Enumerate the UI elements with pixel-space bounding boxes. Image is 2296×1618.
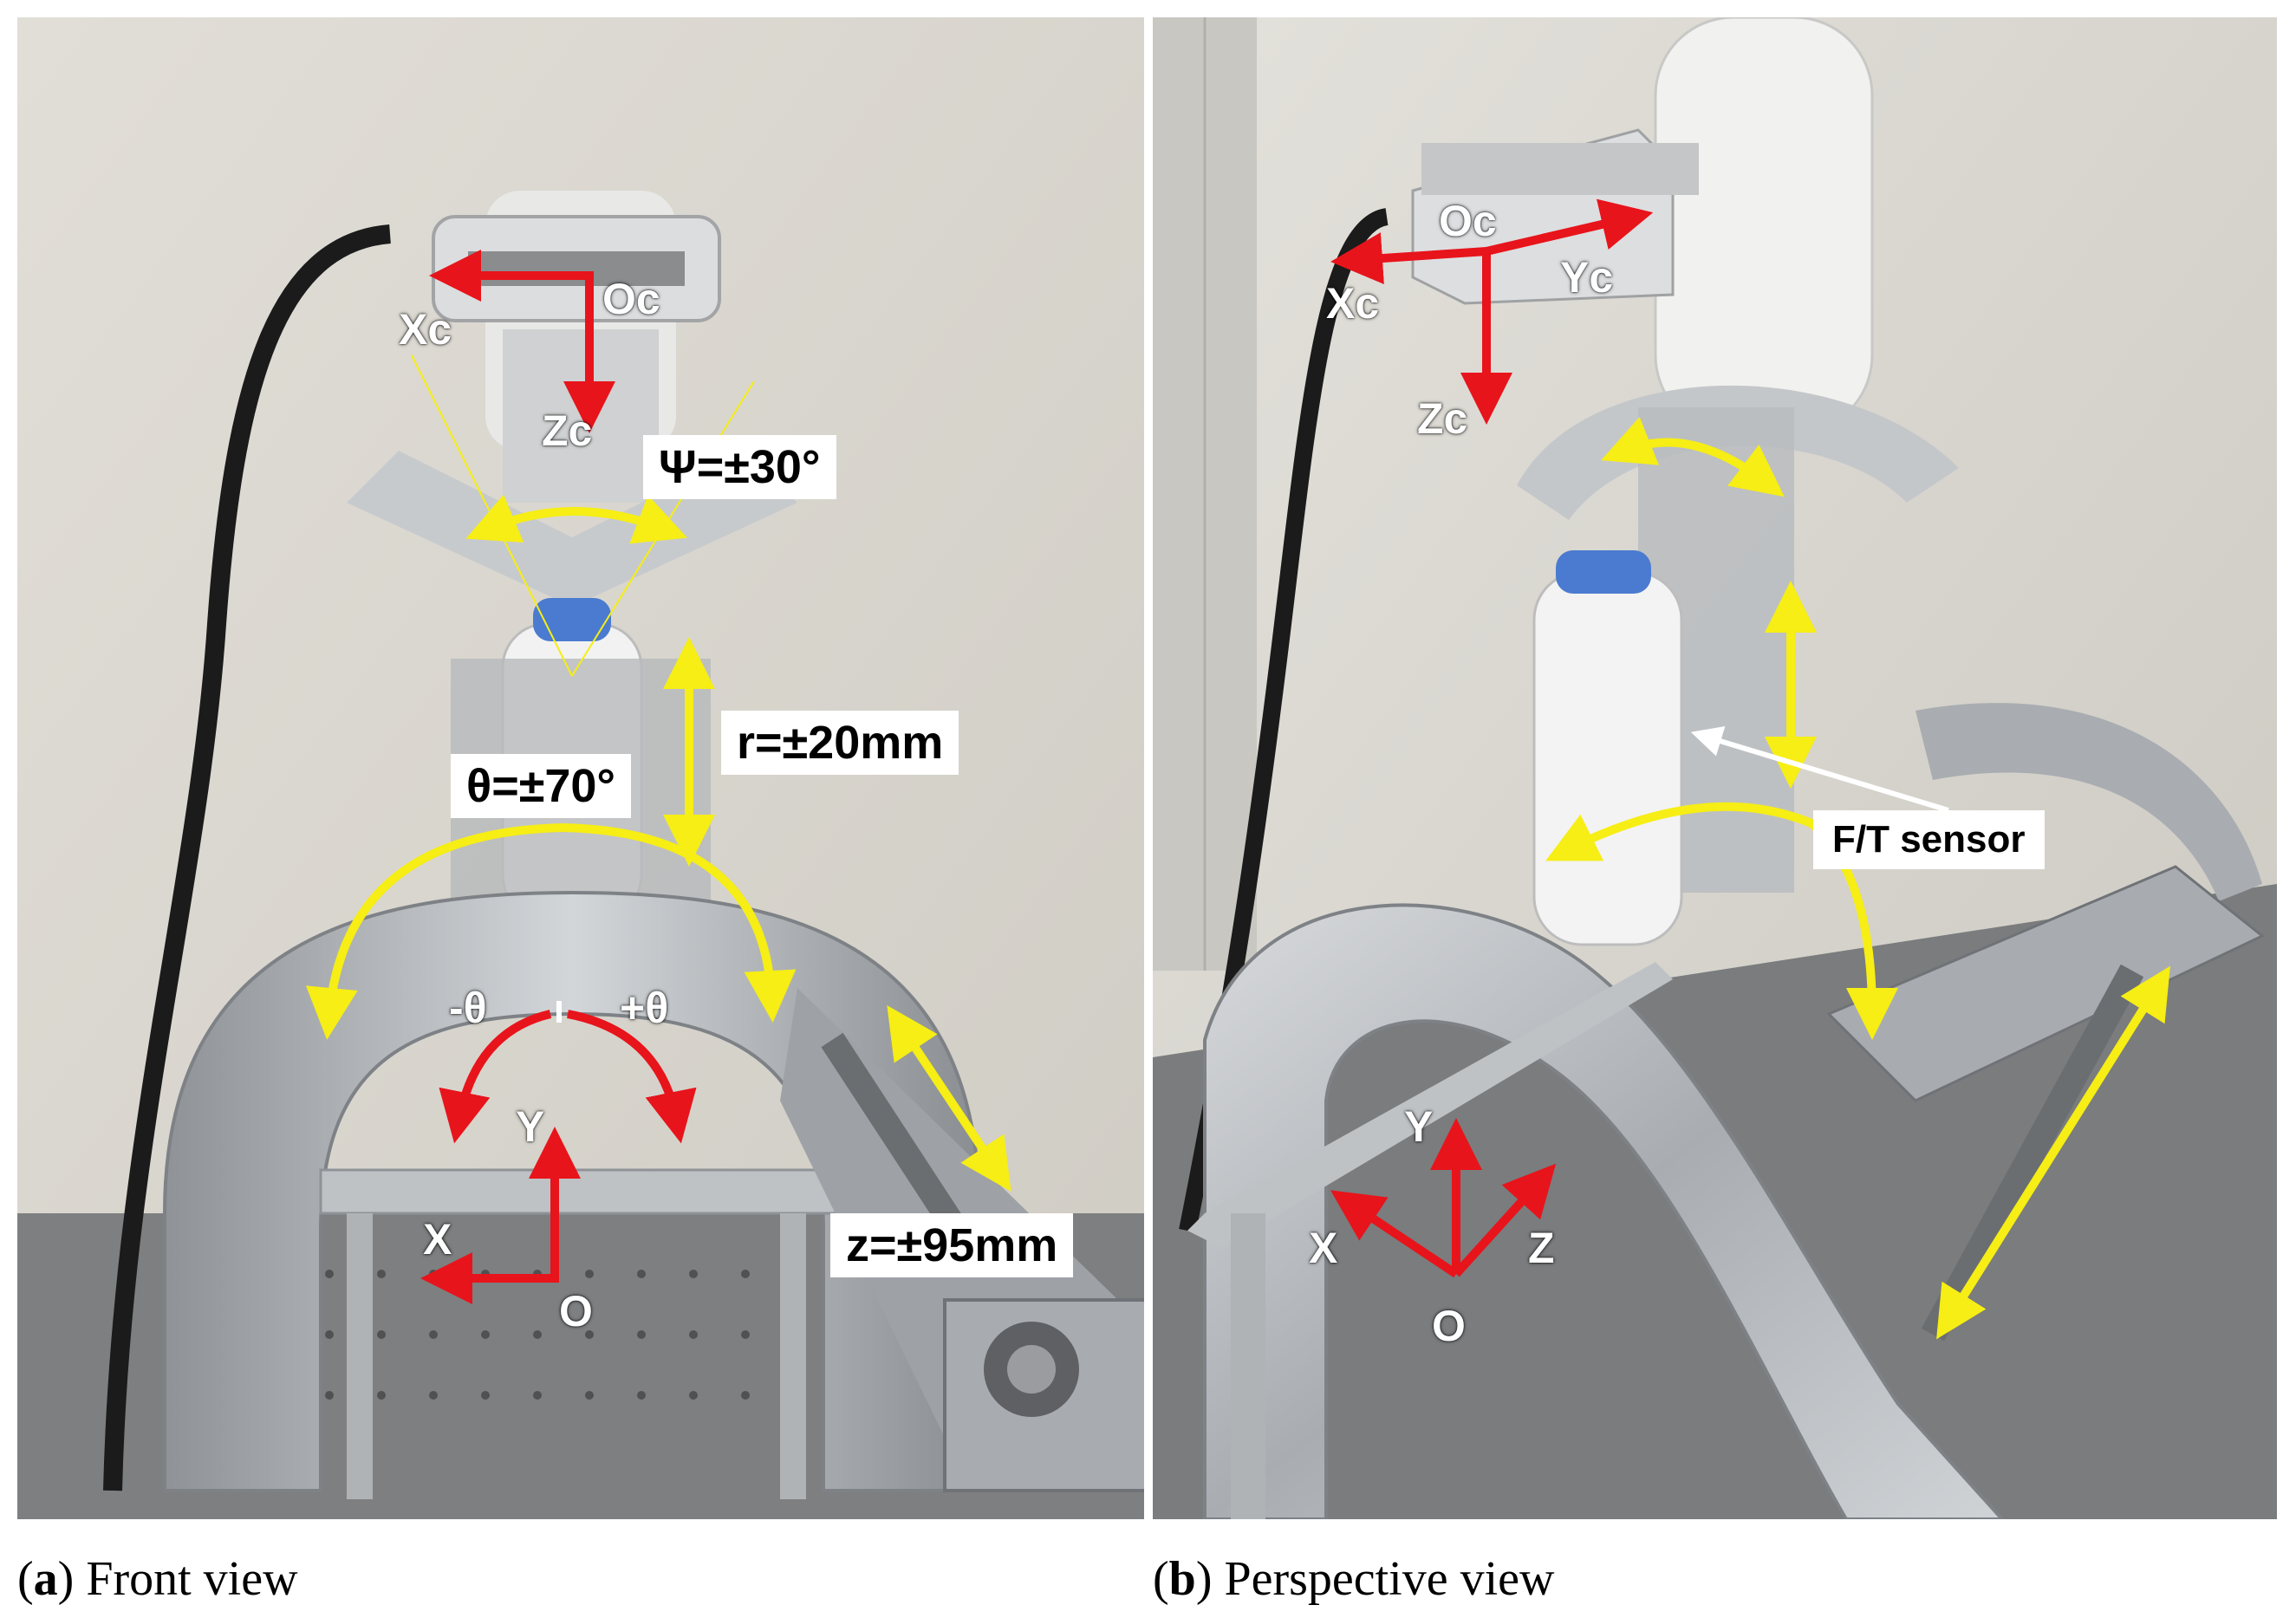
label-oc-b: Oc [1439, 197, 1497, 245]
label-xc: Xc [399, 305, 452, 354]
label-ft-sensor: F/T sensor [1813, 810, 2045, 869]
label-yc-b: Yc [1560, 253, 1614, 302]
front-view-photo: Oc Xc Zc Ψ=±30° r=±20mm θ=±70° -θ +θ Y X… [17, 17, 1144, 1519]
caption-front-view: (a) Front view [17, 1552, 298, 1606]
label-zc: Zc [542, 406, 593, 455]
label-oc: Oc [602, 275, 660, 323]
robot-perspective-illustration [1153, 17, 2277, 1519]
label-origin-b: O [1432, 1302, 1466, 1350]
caption-text-a: Front view [74, 1552, 298, 1606]
caption-perspective-view: (b) Perspective view [1153, 1552, 1555, 1606]
perspective-view-photo: Oc Xc Yc Zc F/T sensor Y X Z O [1153, 17, 2277, 1519]
caption-letter-a: a [33, 1552, 58, 1606]
label-xc-b: Xc [1326, 279, 1380, 328]
caption-letter-b: b [1168, 1552, 1196, 1606]
label-z-axis-b: Z [1528, 1224, 1555, 1272]
label-zc-b: Zc [1417, 394, 1468, 443]
caption-text-b: Perspective view [1212, 1552, 1555, 1606]
label-y-axis: Y [516, 1102, 545, 1151]
label-x-axis: X [423, 1215, 452, 1264]
label-minus-theta: -θ [449, 984, 487, 1032]
label-r-range: r=±20mm [721, 711, 959, 775]
label-x-axis-b: X [1309, 1224, 1338, 1272]
label-psi-range: Ψ=±30° [643, 435, 836, 499]
label-origin: O [559, 1287, 593, 1335]
label-theta-range: θ=±70° [451, 754, 632, 818]
label-y-axis-b: Y [1404, 1102, 1434, 1151]
label-plus-theta: +θ [620, 984, 669, 1032]
label-z-range: z=±95mm [830, 1213, 1074, 1277]
